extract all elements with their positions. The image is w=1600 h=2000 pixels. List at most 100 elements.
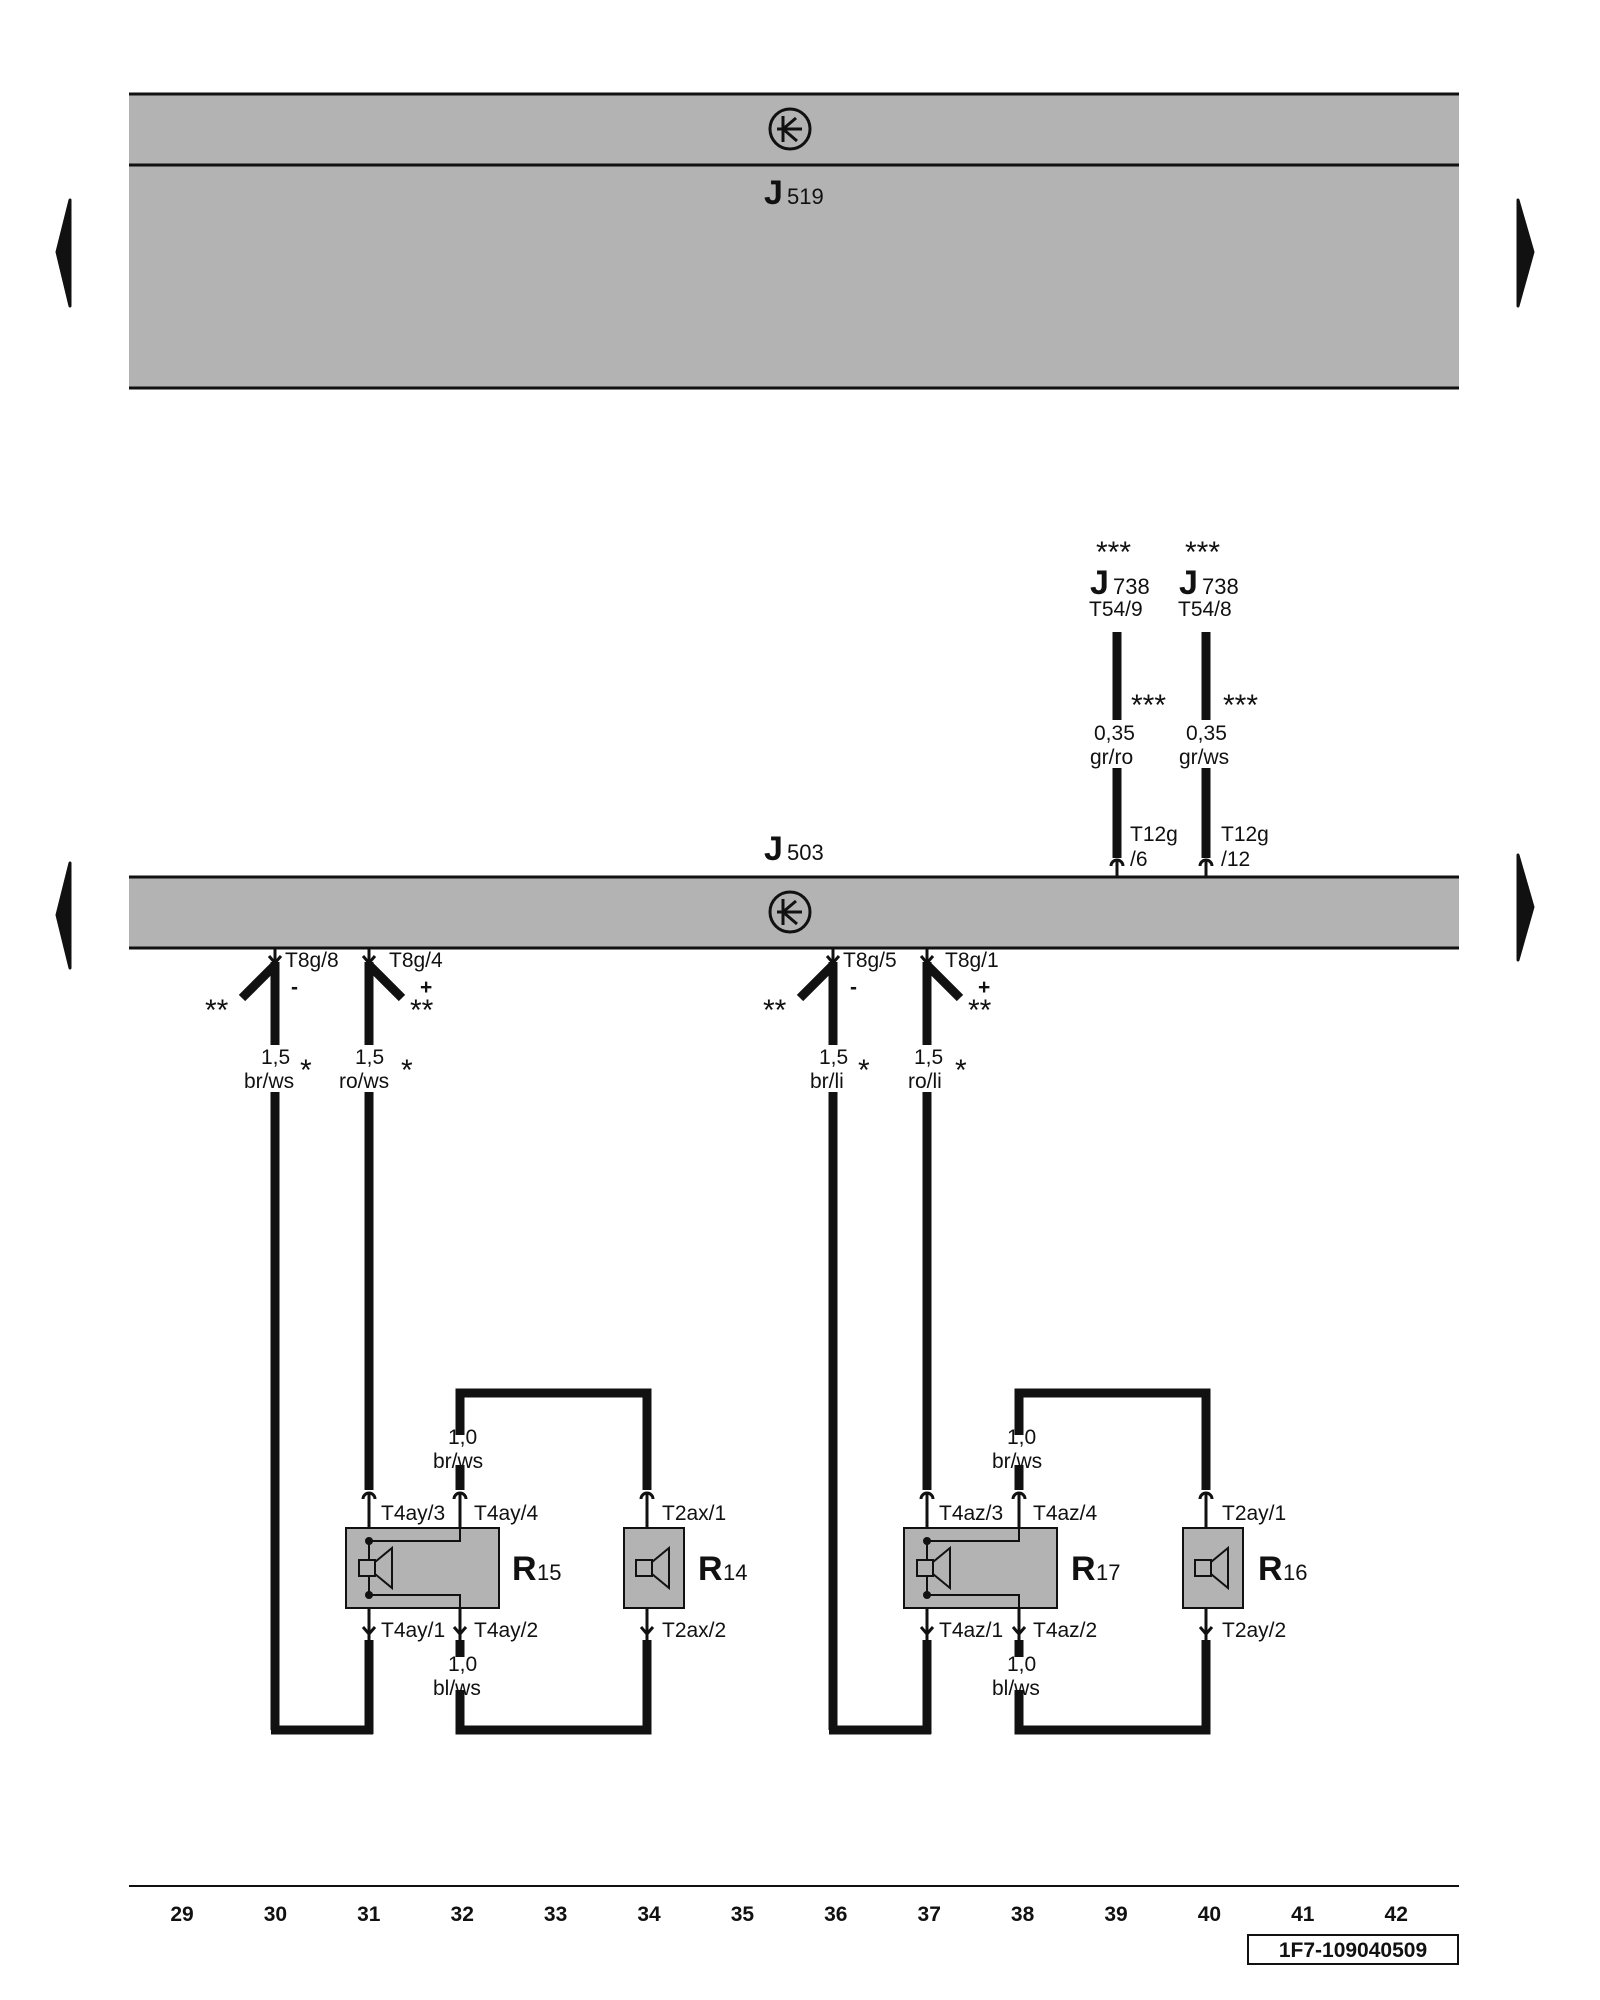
wire-color: br/ws [433,1450,483,1473]
track-number: 37 [918,1903,941,1926]
j738-left-pin: T54/9 [1089,598,1143,621]
pin-label: T2ay/2 [1222,1619,1286,1642]
page-right-arrow-icon[interactable] [1516,853,1535,962]
stars-label: *** [1223,689,1258,722]
connector-label: T12g [1130,823,1178,846]
page-left-arrow-icon[interactable] [55,198,72,308]
star-label: * [858,1054,870,1087]
wire-size: 0,35 [1094,722,1135,745]
track-number: 40 [1198,1903,1221,1926]
track-number: 33 [544,1903,567,1926]
j738-left-number: 738 [1113,574,1150,599]
j738-right-reference: *** J 738 T54/8 [1178,536,1239,621]
speaker-r15-number: 15 [537,1560,561,1585]
diagram-id-box [1247,1934,1459,1965]
connector-pin: T8g/4 [389,949,443,972]
j738-right-pin: T54/8 [1178,598,1232,621]
polarity-sign: + [420,976,432,999]
module-j503-number: 503 [787,840,824,865]
wire-color: bl/ws [433,1677,481,1700]
connector-pin: T8g/8 [285,949,339,972]
pin-label: T4az/3 [939,1502,1003,1525]
pin-label: T4az/4 [1033,1502,1098,1525]
wire-size: 1,0 [1007,1653,1036,1676]
track-number: 34 [637,1903,661,1926]
stars-label: ** [410,994,434,1027]
track-number: 42 [1385,1903,1408,1926]
wire-size: 0,35 [1186,722,1227,745]
speaker-icon [635,1545,670,1591]
stars-label: ** [968,994,992,1027]
speaker-r16-number: 16 [1283,1560,1307,1585]
track-number: 38 [1011,1903,1035,1926]
wire-track-40: *** 0,35 gr/ws T12g /12 [1179,632,1269,877]
j738-right-letter: J [1179,564,1198,602]
pin-label: T2ax/1 [662,1502,726,1525]
speaker-r14-number: 14 [723,1560,747,1585]
wire-track-30: T8g/8 - ** 1,5 br/ws * [205,948,339,1730]
polarity-sign: - [850,976,857,999]
speaker-r16-letter: R [1258,1550,1283,1588]
connector-pin: T8g/1 [945,949,999,972]
speaker-icon [1194,1545,1229,1591]
polarity-sign: - [291,976,298,999]
star-label: * [300,1054,312,1087]
wire-track-37: T8g/1 + ** 1,5 ro/li * [908,948,999,1490]
wire-size: 1,0 [448,1426,477,1449]
module-j519-number: 519 [787,184,824,209]
control-unit-symbol-icon [768,107,812,151]
diagram-id: 1F7-109040509 [1279,1939,1427,1962]
module-j519: J 519 [129,92,1459,390]
track-number: 35 [731,1903,755,1926]
star-label: * [955,1054,967,1087]
wire-color: ro/ws [339,1070,389,1093]
speaker-icon [916,1545,951,1591]
pin-label: T4ay/1 [381,1619,445,1642]
j738-left-reference: *** J 738 T54/9 [1089,536,1150,621]
star-label: * [401,1054,413,1087]
speaker-icon [358,1545,393,1591]
speaker-r14-letter: R [698,1550,723,1588]
connector-pin: /6 [1130,848,1148,871]
track-number: 31 [357,1903,381,1926]
control-unit-symbol-icon [768,890,812,934]
j738-left-letter: J [1090,564,1109,602]
pin-label: T4ay/2 [474,1619,538,1642]
speaker-r14: T2ax/1 T2ax/2 R 14 [623,1491,747,1642]
speaker-loop-right: 1,0 br/ws 1,0 bl/ws [992,1388,1211,1735]
track-number: 36 [824,1903,847,1926]
wire-color: bl/ws [992,1677,1040,1700]
wire-track-31: T8g/4 + ** 1,5 ro/ws * [339,948,443,1490]
pin-label: T2ax/2 [662,1619,726,1642]
connector-pin: /12 [1221,848,1250,871]
wire-size: 1,5 [819,1046,848,1069]
stars-label: *** [1096,536,1131,569]
wire-size: 1,0 [448,1653,477,1676]
track-number: 39 [1104,1903,1127,1926]
module-j503: J 503 [129,830,1459,950]
speaker-r16: T2ay/1 T2ay/2 R 16 [1182,1491,1307,1642]
wire-size: 1,5 [261,1046,290,1069]
speaker-r17: T4az/3 T4az/4 T4az/1 T4az/2 R 17 [903,1491,1120,1642]
stars-label: ** [763,994,787,1027]
page-left-arrow-icon[interactable] [55,861,72,970]
wire-color: gr/ws [1179,746,1229,769]
stars-label: ** [205,994,229,1027]
speaker-r15: T4ay/3 T4ay/4 T4ay/1 T4ay/2 R 15 [345,1491,561,1642]
wire-color: br/ws [244,1070,294,1093]
stars-label: *** [1185,536,1220,569]
track-number: 41 [1291,1903,1315,1926]
wire-track-36: T8g/5 - ** 1,5 br/li * [763,948,897,1730]
wire-size: 1,5 [355,1046,384,1069]
track-number: 32 [451,1903,474,1926]
page-right-arrow-icon[interactable] [1516,198,1535,308]
speaker-r15-letter: R [512,1550,537,1588]
track-number: 30 [264,1903,287,1926]
module-j519-letter: J [764,174,783,212]
speaker-loop-left: 1,0 br/ws 1,0 bl/ws [433,1388,652,1735]
polarity-sign: + [978,976,990,999]
pin-label: T2ay/1 [1222,1502,1286,1525]
wire-color: gr/ro [1090,746,1133,769]
wire-color: ro/li [908,1070,942,1093]
